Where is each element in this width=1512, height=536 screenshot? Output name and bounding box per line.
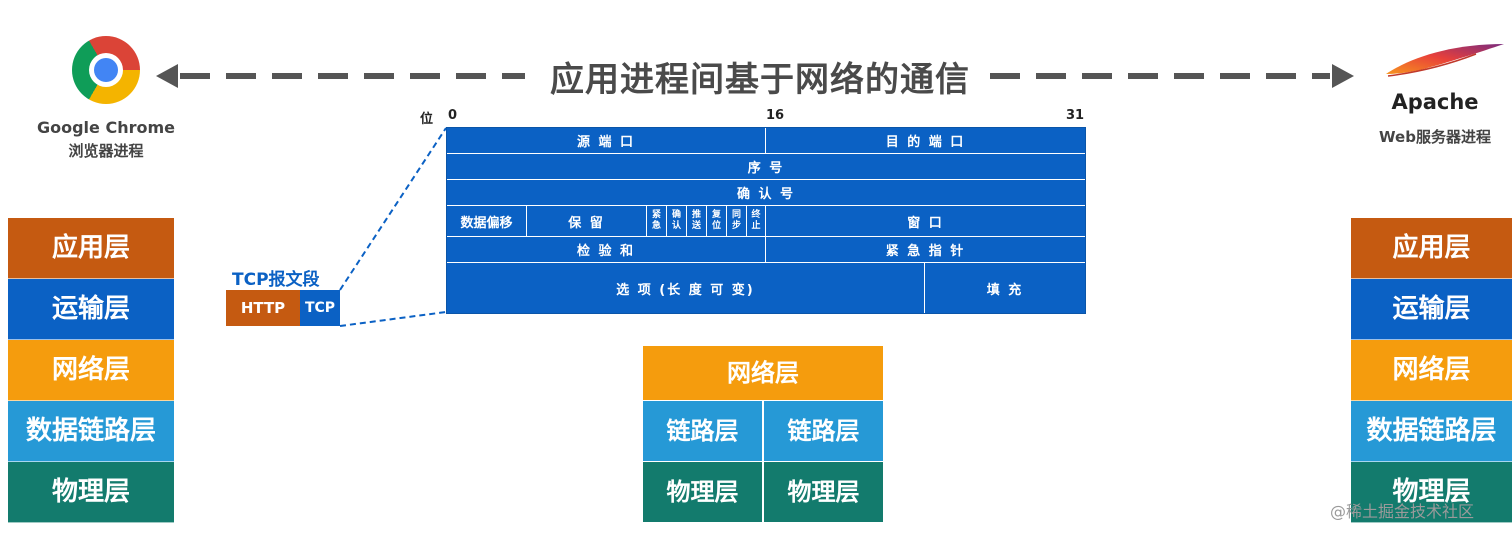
options-field: 选 项 (长 度 可 变) [447,263,925,313]
left-datalink-layer: 数据链路层 [8,401,174,462]
tcp-header-table: 源 端 口 目 的 端 口 序 号 确 认 号 数据偏移 保 留 紧急 确认 推… [446,127,1086,314]
router-network-layer: 网络层 [643,346,883,400]
flag-syn: 同步 [727,206,747,236]
left-app-name: Google Chrome [36,118,175,137]
seq-field: 序 号 [747,161,785,176]
right-protocol-stack: 应用层 运输层 网络层 数据链路层 物理层 [1351,218,1512,523]
padding-field: 填 充 [986,282,1024,298]
left-application-layer: 应用层 [8,218,174,279]
window-field: 窗 口 [907,215,944,231]
dst-port-field: 目 的 端 口 [885,135,966,150]
flag-fin: 终止 [747,206,766,236]
src-port-field: 源 端 口 [447,128,766,153]
tcp-row-checksum: 检 验 和 紧 急 指 针 [447,237,1085,263]
router-link-left: 链路层 [643,400,764,461]
right-application-layer: 应用层 [1351,218,1512,279]
tcp-row-flags: 数据偏移 保 留 紧急 确认 推送 复位 同步 终止 窗 口 [447,206,1085,237]
right-network-layer: 网络层 [1351,340,1512,401]
tcp-row-seq: 序 号 [447,154,1085,180]
right-app-desc: Web服务器进程 [1379,128,1491,146]
bit-16: 16 [766,108,785,123]
diagram-title: 应用进程间基于网络的通信 [550,60,970,100]
left-transport-layer: 运输层 [8,279,174,340]
left-protocol-stack: 应用层 运输层 网络层 数据链路层 物理层 [8,218,174,523]
router-link-right: 链路层 [764,400,883,461]
left-network-layer: 网络层 [8,340,174,401]
left-arrow-head-icon [156,64,178,88]
left-dashed-line [180,73,525,79]
chrome-icon [72,36,140,104]
tcp-row-options: 选 项 (长 度 可 变) 填 充 [447,263,1085,313]
flag-ack: 确认 [667,206,687,236]
urgent-pointer-field: 紧 急 指 针 [885,244,966,259]
data-offset-field: 数据偏移 [447,206,527,236]
bit-0: 0 [448,108,458,123]
right-datalink-layer: 数据链路层 [1351,401,1512,462]
right-app-name: Apache [1391,90,1479,114]
segment-http-part: HTTP [226,290,300,326]
router-physical-row: 物理层 物理层 [643,461,883,522]
left-physical-layer: 物理层 [8,462,174,523]
ack-field: 确 认 号 [736,187,796,202]
right-transport-layer: 运输层 [1351,279,1512,340]
segment-tcp-part: TCP [300,290,340,326]
router-stack: 网络层 链路层 链路层 物理层 物理层 [643,346,883,522]
right-physical-layer: 物理层 [1351,462,1512,523]
checksum-field: 检 验 和 [447,237,766,262]
router-physical-right: 物理层 [764,461,883,522]
right-arrow-head-icon [1332,64,1354,88]
right-dashed-line [990,73,1330,79]
router-link-row: 链路层 链路层 [643,400,883,461]
flag-psh: 推送 [687,206,707,236]
bit-31: 31 [1066,108,1085,123]
router-physical-left: 物理层 [643,461,764,522]
reserved-field: 保 留 [527,206,647,236]
tcp-row-ack: 确 认 号 [447,180,1085,206]
watermark: @稀土掘金技术社区 [1330,502,1475,521]
flag-rst: 复位 [707,206,727,236]
flag-urg: 紧急 [647,206,667,236]
tcp-segment-title: TCP报文段 [232,270,320,290]
apache-feather-icon [1386,44,1504,77]
tcp-row-ports: 源 端 口 目 的 端 口 [447,128,1085,154]
bit-label: 位 [420,112,434,127]
left-app-desc: 浏览器进程 [68,142,144,160]
